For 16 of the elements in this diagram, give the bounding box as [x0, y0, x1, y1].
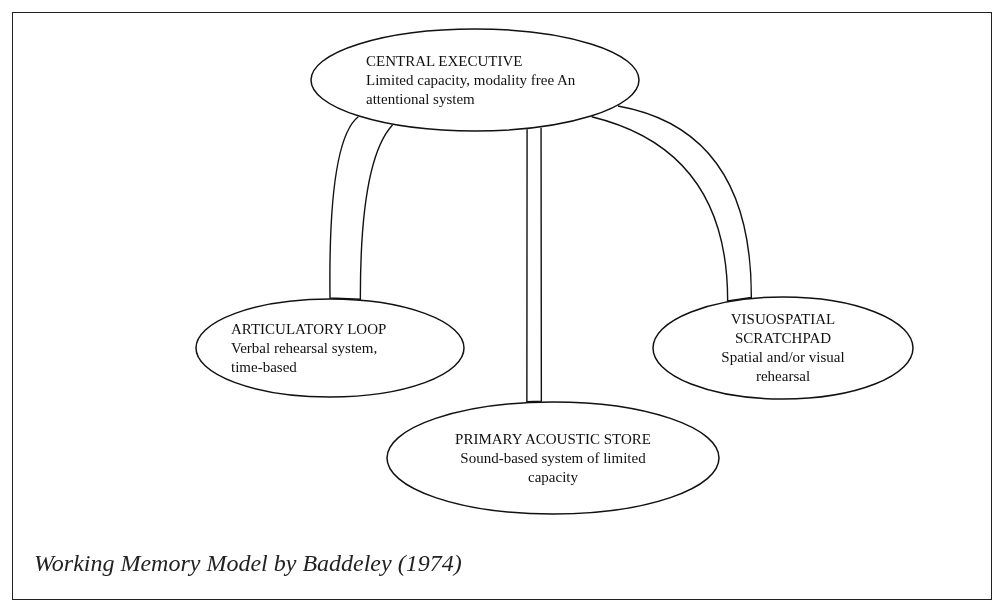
ellipse-node [652, 296, 914, 400]
ellipse-node [195, 298, 465, 398]
node-description: Limited capacity, modality free An attentional system [366, 70, 577, 109]
ellipse-node [386, 401, 720, 515]
node-heading: ARTICULATORY LOOP [231, 319, 388, 339]
node-heading: VISUOSPATIAL SCRATCHPAD [729, 310, 837, 348]
node-description: Sound-based system of limited capacity [459, 448, 647, 487]
node-description: Verbal rehearsal system, time-based [231, 338, 379, 377]
node-heading: CENTRAL EXECUTIVE [366, 51, 524, 71]
double-line-connector [590, 105, 752, 302]
caption: Working Memory Model by Baddeley (1974) [34, 550, 462, 577]
double-line-connector [329, 116, 394, 300]
double-line-connector [526, 126, 543, 403]
node-description: Spatial and/or visual rehearsal [720, 348, 846, 386]
ellipse-node [310, 28, 640, 132]
node-heading: PRIMARY ACOUSTIC STORE [454, 429, 652, 449]
